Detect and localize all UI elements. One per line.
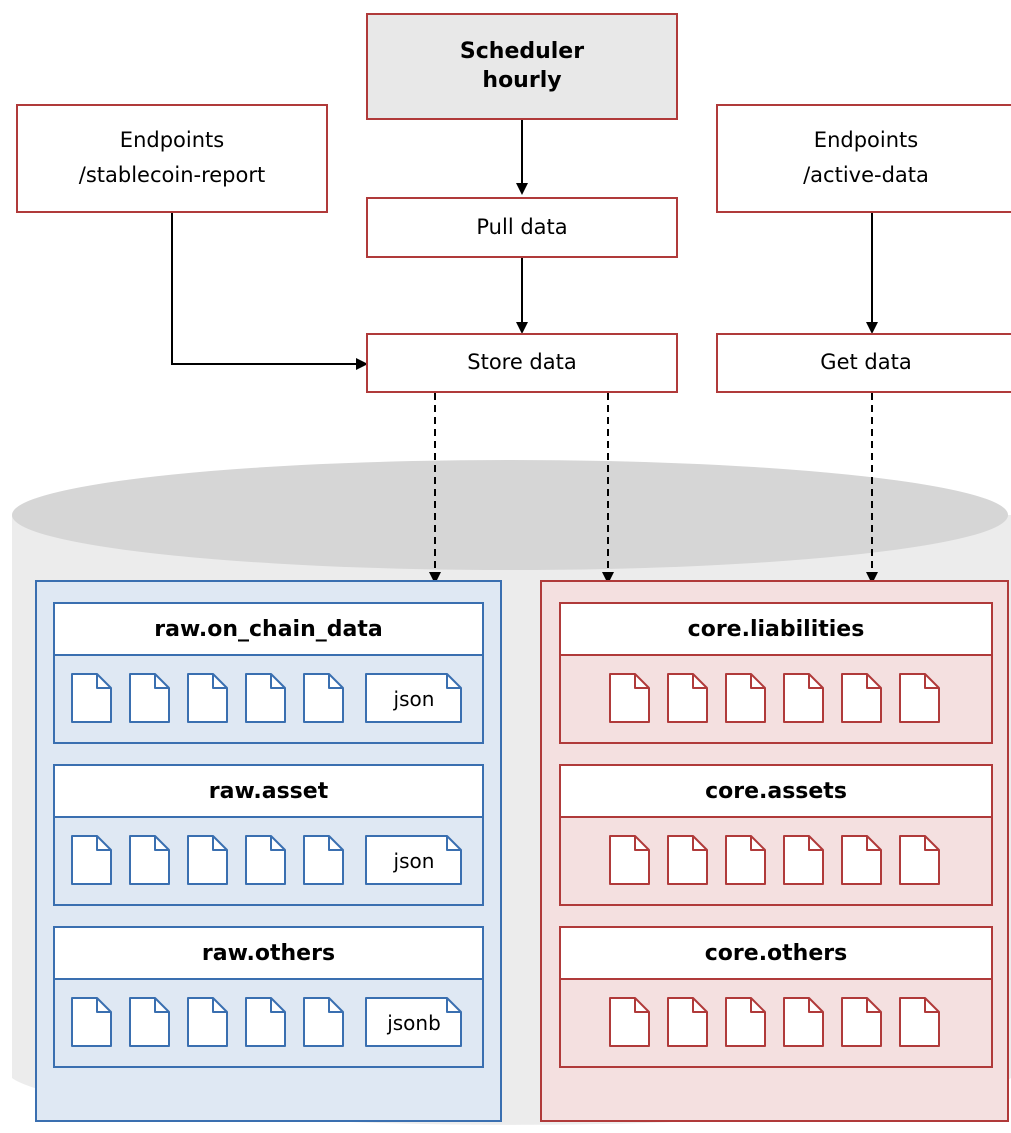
document-icon bbox=[245, 997, 287, 1047]
document-icon bbox=[609, 997, 651, 1047]
file-format-label: json bbox=[393, 849, 435, 873]
document-icon bbox=[725, 835, 767, 885]
store-data-label: Store data bbox=[467, 350, 577, 375]
document-icon bbox=[783, 997, 825, 1047]
scheduler-box: Scheduler hourly bbox=[366, 13, 678, 120]
document-icon bbox=[187, 673, 229, 723]
endpoint-left-title: Endpoints bbox=[119, 128, 225, 153]
scheduler-frequency: hourly bbox=[482, 67, 562, 93]
table-title: raw.others bbox=[55, 928, 482, 980]
pull-data-label: Pull data bbox=[476, 214, 568, 239]
document-icon bbox=[783, 835, 825, 885]
document-icon bbox=[187, 997, 229, 1047]
document-icon bbox=[129, 997, 171, 1047]
endpoint-left-path: /stablecoin-report bbox=[78, 163, 266, 188]
table-files bbox=[561, 656, 991, 740]
document-icon bbox=[841, 673, 883, 723]
json-document-icon: json bbox=[365, 835, 463, 885]
document-icon bbox=[841, 997, 883, 1047]
document-icon bbox=[725, 997, 767, 1047]
raw-table: raw.asset json bbox=[53, 764, 484, 906]
core-table: core.assets bbox=[559, 764, 993, 906]
document-icon bbox=[245, 673, 287, 723]
get-data-label: Get data bbox=[820, 350, 912, 375]
document-icon bbox=[783, 673, 825, 723]
table-title: raw.on_chain_data bbox=[55, 604, 482, 656]
file-format-label: jsonb bbox=[387, 1011, 441, 1035]
document-icon bbox=[667, 673, 709, 723]
json-document-icon: json bbox=[365, 673, 463, 723]
core-schema-group: core.liabilities core.assets core.others bbox=[540, 580, 1009, 1122]
document-icon bbox=[245, 835, 287, 885]
endpoint-active-data: Endpoints /active-data bbox=[716, 104, 1011, 213]
document-icon bbox=[71, 997, 113, 1047]
document-icon bbox=[303, 835, 345, 885]
table-files bbox=[561, 980, 991, 1064]
document-icon bbox=[303, 673, 345, 723]
raw-schema-group: raw.on_chain_data json raw.asset json ra… bbox=[35, 580, 502, 1122]
table-title: core.liabilities bbox=[561, 604, 991, 656]
table-files: json bbox=[55, 818, 482, 902]
document-icon bbox=[667, 835, 709, 885]
file-format-label: json bbox=[393, 687, 435, 711]
document-icon bbox=[303, 997, 345, 1047]
core-table: core.liabilities bbox=[559, 602, 993, 744]
table-files: jsonb bbox=[55, 980, 482, 1064]
document-icon bbox=[841, 835, 883, 885]
endpoint-right-title: Endpoints bbox=[813, 128, 919, 153]
endpoint-right-path: /active-data bbox=[803, 163, 929, 188]
document-icon bbox=[187, 835, 229, 885]
json-document-icon: jsonb bbox=[365, 997, 463, 1047]
document-icon bbox=[899, 835, 941, 885]
document-icon bbox=[899, 673, 941, 723]
raw-table: raw.on_chain_data json bbox=[53, 602, 484, 744]
arrow-endpoint-to-store bbox=[171, 213, 368, 370]
document-icon bbox=[71, 835, 113, 885]
document-icon bbox=[71, 673, 113, 723]
document-icon bbox=[129, 673, 171, 723]
scheduler-label: Scheduler bbox=[459, 38, 585, 64]
document-icon bbox=[609, 835, 651, 885]
document-icon bbox=[609, 673, 651, 723]
table-title: core.others bbox=[561, 928, 991, 980]
pull-data-box: Pull data bbox=[366, 197, 678, 258]
core-table: core.others bbox=[559, 926, 993, 1068]
store-data-box: Store data bbox=[366, 333, 678, 393]
get-data-box: Get data bbox=[716, 333, 1011, 393]
table-files bbox=[561, 818, 991, 902]
endpoint-stablecoin-report: Endpoints /stablecoin-report bbox=[16, 104, 328, 213]
document-icon bbox=[899, 997, 941, 1047]
table-files: json bbox=[55, 656, 482, 740]
document-icon bbox=[129, 835, 171, 885]
document-icon bbox=[667, 997, 709, 1047]
table-title: raw.asset bbox=[55, 766, 482, 818]
table-title: core.assets bbox=[561, 766, 991, 818]
raw-table: raw.others jsonb bbox=[53, 926, 484, 1068]
document-icon bbox=[725, 673, 767, 723]
